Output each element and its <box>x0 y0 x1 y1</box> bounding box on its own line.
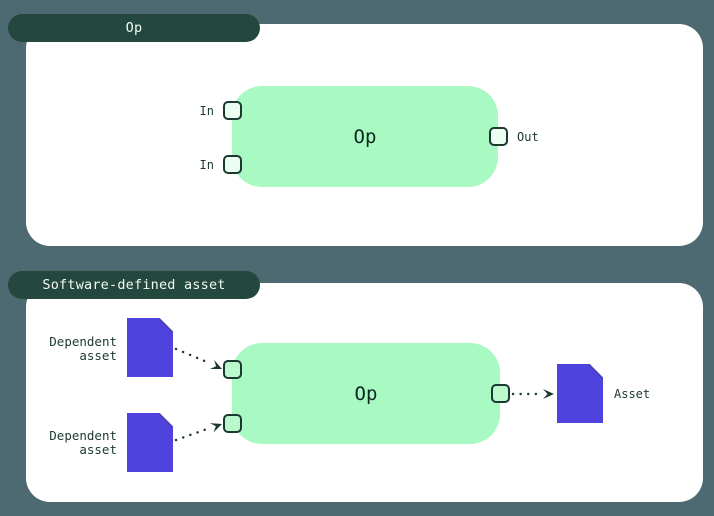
output-handle-icon <box>489 127 508 146</box>
input-2-label: In <box>199 158 214 172</box>
dotted-arrow-line <box>174 347 209 364</box>
op-node: Op <box>232 343 500 444</box>
op-panel-tab-label: Op <box>125 20 143 36</box>
sda-panel-tab: Software-defined asset <box>8 271 260 299</box>
sda-panel-card: Dependent asset Dependent asset Op Asset <box>26 283 703 502</box>
arrowhead-icon <box>209 359 222 369</box>
op-node-label: Op <box>354 382 378 405</box>
asset-document-icon <box>127 413 173 472</box>
output-label: Out <box>517 130 539 144</box>
input-handle-1-icon <box>223 101 242 120</box>
dependent-asset-1-label: Dependent asset <box>47 335 117 363</box>
output-handle-icon <box>491 384 510 403</box>
input-handle-1-icon <box>223 360 242 379</box>
dependent-asset-2-label-line1: Dependent <box>49 428 117 443</box>
dependent-asset-2-label: Dependent asset <box>47 429 117 457</box>
dependent-asset-1-label-line1: Dependent <box>49 334 117 349</box>
dependent-asset-1-label-line2: asset <box>79 348 117 363</box>
op-panel-card: Op In In Out <box>26 24 703 246</box>
dotted-arrow-line <box>174 427 209 442</box>
arrowhead-icon <box>543 389 554 399</box>
input-1-label: In <box>199 104 214 118</box>
input-handle-2-icon <box>223 155 242 174</box>
op-node: Op <box>232 86 498 187</box>
output-asset-label: Asset <box>614 387 651 401</box>
input-handle-2-icon <box>223 414 242 433</box>
arrowhead-icon <box>209 423 222 433</box>
asset-document-icon <box>557 364 603 423</box>
dependent-asset-2-label-line2: asset <box>79 442 117 457</box>
op-node-label: Op <box>353 125 377 148</box>
asset-document-icon <box>127 318 173 377</box>
op-panel-tab: Op <box>8 14 260 42</box>
sda-panel-tab-label: Software-defined asset <box>42 277 226 293</box>
